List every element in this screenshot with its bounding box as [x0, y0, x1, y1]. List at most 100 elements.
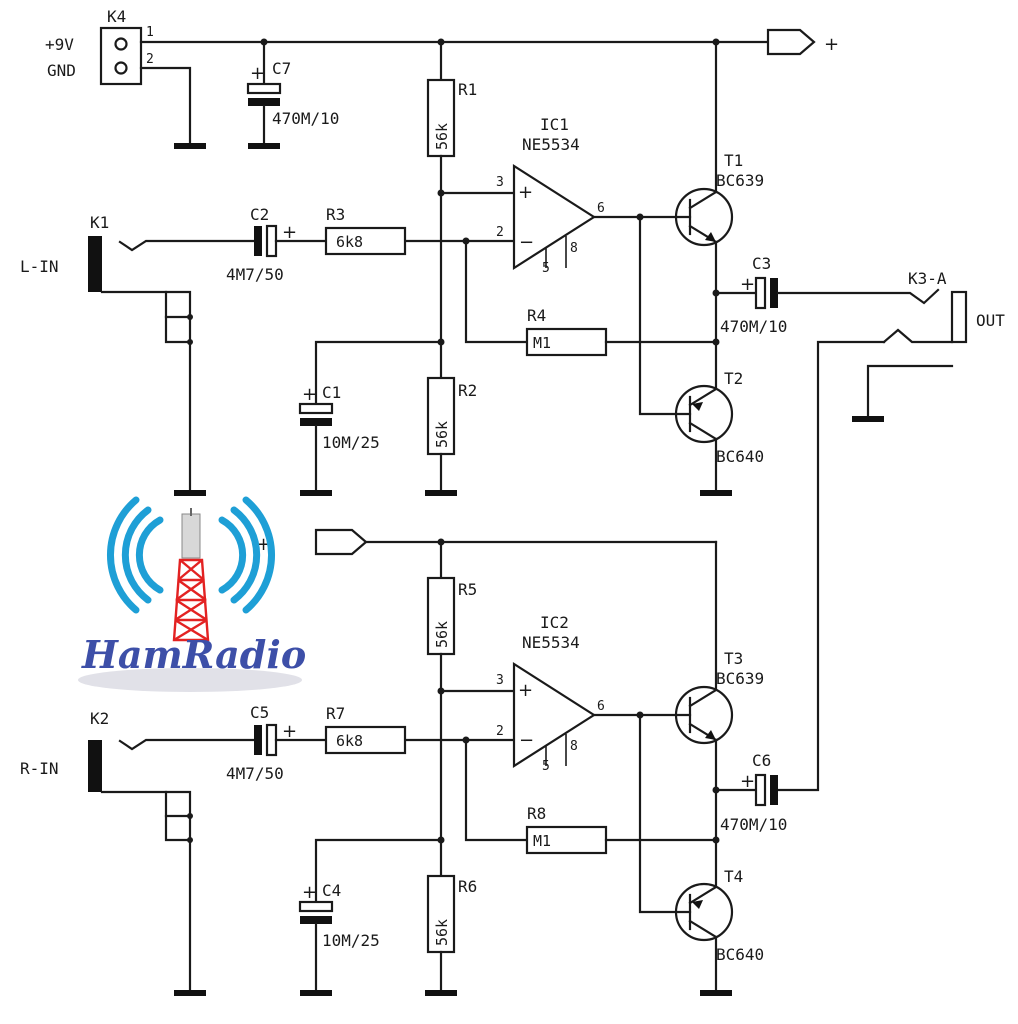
plus-output-arrow-icon: [766, 28, 816, 56]
r1-value: 56k: [433, 123, 451, 150]
ic1-pin5: 5: [542, 261, 550, 276]
r3-value: 6k8: [336, 233, 363, 251]
out-label: OUT: [976, 311, 1005, 330]
k1-label: K1: [90, 213, 109, 232]
c7-value: 470M/10: [272, 109, 339, 128]
r1-resistor: [426, 78, 456, 158]
plus-rail-label: +: [824, 34, 839, 55]
plus9v-label: +9V: [45, 35, 74, 54]
c1-name: C1: [322, 383, 341, 402]
ic1-plus: +: [518, 182, 533, 203]
r6-value: 56k: [433, 919, 451, 946]
ic2-opamp: [512, 661, 597, 769]
c5-capacitor: [254, 725, 262, 755]
c5-polarity: +: [282, 721, 297, 742]
k4-pin1-number: 1: [146, 25, 154, 40]
ic2-pin3: 3: [496, 673, 504, 688]
ic2-pin5: 5: [542, 759, 550, 774]
c3-polarity: +: [740, 274, 755, 295]
c7-name: C7: [272, 59, 291, 78]
left-channel: 56k R1 56k R2 + C1 10M/25 + − 3 2 5 8 6 …: [20, 40, 940, 496]
r1-name: R1: [458, 80, 477, 99]
c2-polarity: +: [282, 222, 297, 243]
c6-capacitor: [754, 773, 767, 807]
ic1-name: IC1: [540, 115, 569, 134]
r5-name: R5: [458, 580, 477, 599]
ic1-pin3: 3: [496, 175, 504, 190]
r7-value: 6k8: [336, 732, 363, 750]
t1-name: T1: [724, 151, 743, 170]
c7-capacitor: [246, 82, 282, 95]
k4-pin2-icon: [114, 61, 128, 75]
ic1-part: NE5534: [522, 135, 580, 154]
k2-jack: [88, 740, 102, 792]
t2-part: BC640: [716, 447, 764, 466]
c2-name: C2: [250, 205, 269, 224]
k4-label: K4: [107, 7, 126, 26]
r6-resistor: [426, 874, 456, 954]
ic1-pin6: 6: [597, 201, 605, 216]
k3-label: K3-A: [908, 269, 947, 288]
r2-resistor: [426, 376, 456, 456]
c4-name: C4: [322, 881, 341, 900]
c2-value: 4M7/50: [226, 265, 284, 284]
r5-resistor: [426, 576, 456, 656]
c4-capacitor: [298, 900, 334, 913]
r3-resistor: [324, 226, 407, 256]
k3-jack: [950, 290, 968, 344]
ground-symbol-icon: [248, 143, 280, 149]
t1-part: BC639: [716, 171, 764, 190]
r7-name: R7: [326, 704, 345, 723]
r8-value: M1: [533, 832, 551, 850]
ground-symbol-icon: [700, 990, 732, 996]
c6-name: C6: [752, 751, 771, 770]
t2-name: T2: [724, 369, 743, 388]
r7-resistor: [324, 725, 407, 755]
r4-value: M1: [533, 334, 551, 352]
ic1-opamp: [512, 163, 597, 271]
ground-symbol-icon: [425, 990, 457, 996]
ic2-pin8: 8: [570, 739, 578, 754]
k4-terminal-block: [99, 26, 143, 86]
ic2-plus: +: [518, 680, 533, 701]
radio-tower-icon: [106, 496, 276, 642]
c3-capacitor: [754, 276, 767, 310]
c5-name: C5: [250, 703, 269, 722]
ground-symbol-icon: [300, 990, 332, 996]
ground-symbol-icon: [174, 990, 206, 996]
ground-symbol-icon: [852, 416, 884, 422]
t3-part: BC639: [716, 669, 764, 688]
ic1-pin2: 2: [496, 225, 504, 240]
ic2-minus: −: [519, 730, 534, 751]
ic2-name: IC2: [540, 613, 569, 632]
l-in-label: L-IN: [20, 257, 59, 276]
right-channel: + 56k R5 56k R6 + C4 10M/25 + − 3 2: [20, 528, 787, 996]
ground-symbol-icon: [174, 490, 206, 496]
t4-name: T4: [724, 867, 743, 886]
ground-symbol-icon: [174, 143, 206, 149]
ic2-pin6: 6: [597, 699, 605, 714]
k4-pin1-icon: [114, 37, 128, 51]
t3-name: T3: [724, 649, 743, 668]
r4-name: R4: [527, 306, 546, 325]
r8-name: R8: [527, 804, 546, 823]
c1-value: 10M/25: [322, 433, 380, 452]
r-in-label: R-IN: [20, 759, 59, 778]
ground-symbol-icon: [300, 490, 332, 496]
k2-label: K2: [90, 709, 109, 728]
plus-input-arrow-icon: [314, 528, 368, 556]
ic1-pin8: 8: [570, 241, 578, 256]
r2-value: 56k: [433, 421, 451, 448]
ground-symbol-icon: [425, 490, 457, 496]
power-section: K4 +9V GND 1 2 + + C7 470M/10: [45, 7, 839, 149]
c4-value: 10M/25: [322, 931, 380, 950]
k1-jack: [88, 236, 102, 292]
c5-value: 4M7/50: [226, 764, 284, 783]
r2-name: R2: [458, 381, 477, 400]
t4-part: BC640: [716, 945, 764, 964]
k3-output-jack: K3-A OUT: [777, 269, 1005, 792]
c4-polarity: +: [302, 882, 317, 903]
c2-capacitor: [254, 226, 262, 256]
c1-capacitor: [298, 402, 334, 415]
